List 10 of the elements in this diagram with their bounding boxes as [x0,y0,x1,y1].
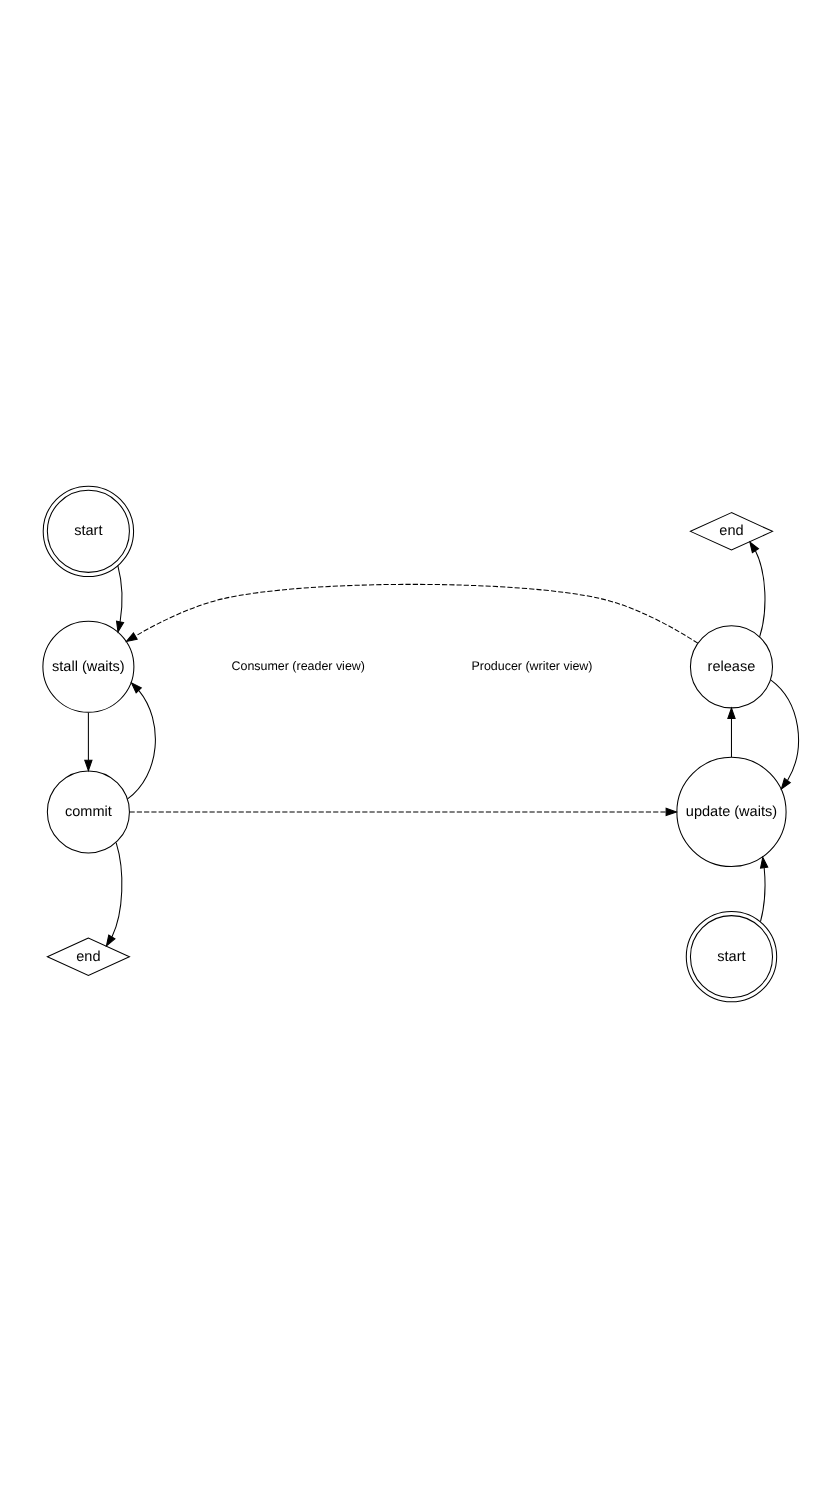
arrow [129,807,679,817]
arrow [770,679,799,791]
arrow [84,712,93,773]
arrow [127,681,156,800]
arrow [759,855,769,923]
arrow [727,706,736,758]
arrow [125,583,699,644]
arrow [105,842,123,948]
arrow [749,540,766,638]
arrow [115,565,125,634]
